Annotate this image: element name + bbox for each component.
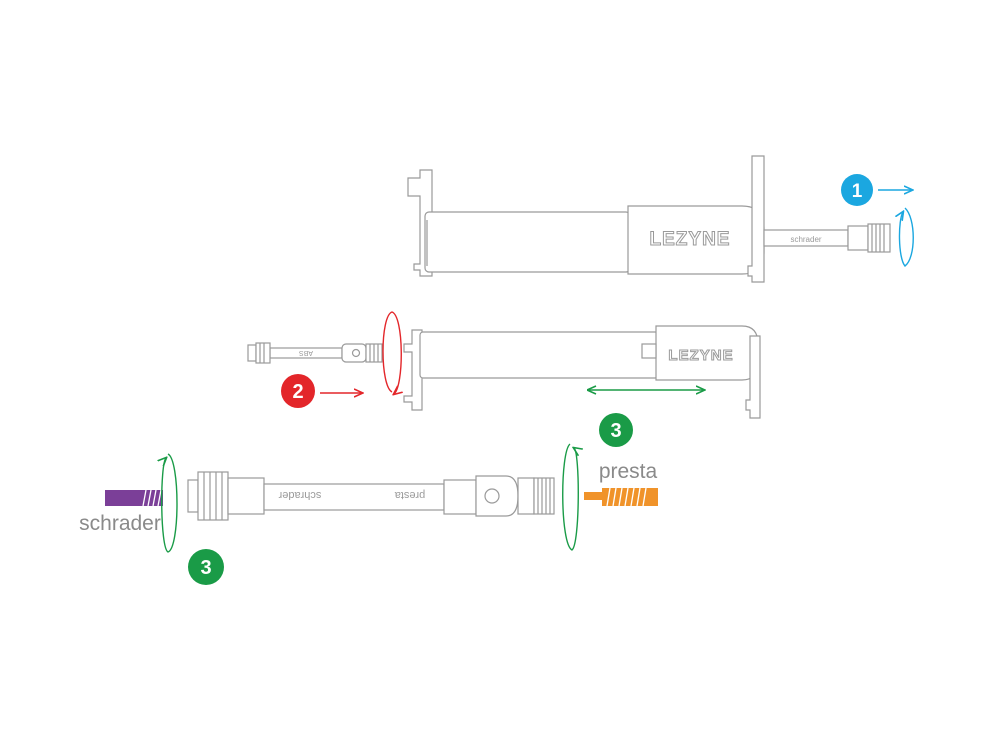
step-1-number: 1 bbox=[852, 181, 863, 202]
pump-barrel bbox=[424, 211, 631, 273]
middle-left-bracket bbox=[403, 329, 423, 411]
top-hose-label: schrader bbox=[790, 235, 821, 244]
step-3-right-rotate-arrow bbox=[562, 443, 579, 551]
flip-hose-body bbox=[263, 483, 445, 511]
step-2-number: 2 bbox=[292, 381, 303, 403]
flip-hose bbox=[187, 471, 555, 521]
top-chuck bbox=[847, 225, 869, 251]
schrader-valve bbox=[105, 489, 163, 507]
step-3-top-badge bbox=[599, 413, 633, 447]
step-3-bottom-number: 3 bbox=[200, 557, 211, 579]
schrader-valve-label: schrader bbox=[79, 512, 161, 535]
presta-valve bbox=[584, 487, 658, 507]
middle-barrel bbox=[419, 331, 659, 379]
flip-hose-schrader-label: schrader bbox=[278, 489, 321, 501]
right-mount-bracket bbox=[747, 155, 765, 283]
step-3-top-number: 3 bbox=[610, 420, 621, 442]
middle-right-bracket bbox=[745, 335, 761, 419]
left-threaded-fitting bbox=[197, 471, 229, 521]
top-pump bbox=[407, 155, 891, 283]
middle-pump bbox=[247, 325, 761, 419]
step-2-rotate-arrow bbox=[382, 311, 401, 394]
small-hose-label: ABS bbox=[299, 349, 313, 356]
step-2-badge bbox=[281, 374, 315, 408]
flip-hose-presta-label: presta bbox=[394, 489, 425, 501]
presta-valve-label: presta bbox=[599, 460, 658, 483]
step-3-bottom-badge bbox=[188, 549, 224, 585]
step-1-badge bbox=[841, 174, 873, 206]
right-threaded-fitting bbox=[533, 477, 555, 515]
brand-logo-middle: LEZYNE bbox=[668, 347, 733, 364]
step-1-rotate-arrow bbox=[899, 207, 914, 267]
step-3-left-rotate-arrow bbox=[162, 453, 178, 553]
brand-logo-top: LEZYNE bbox=[650, 229, 731, 250]
